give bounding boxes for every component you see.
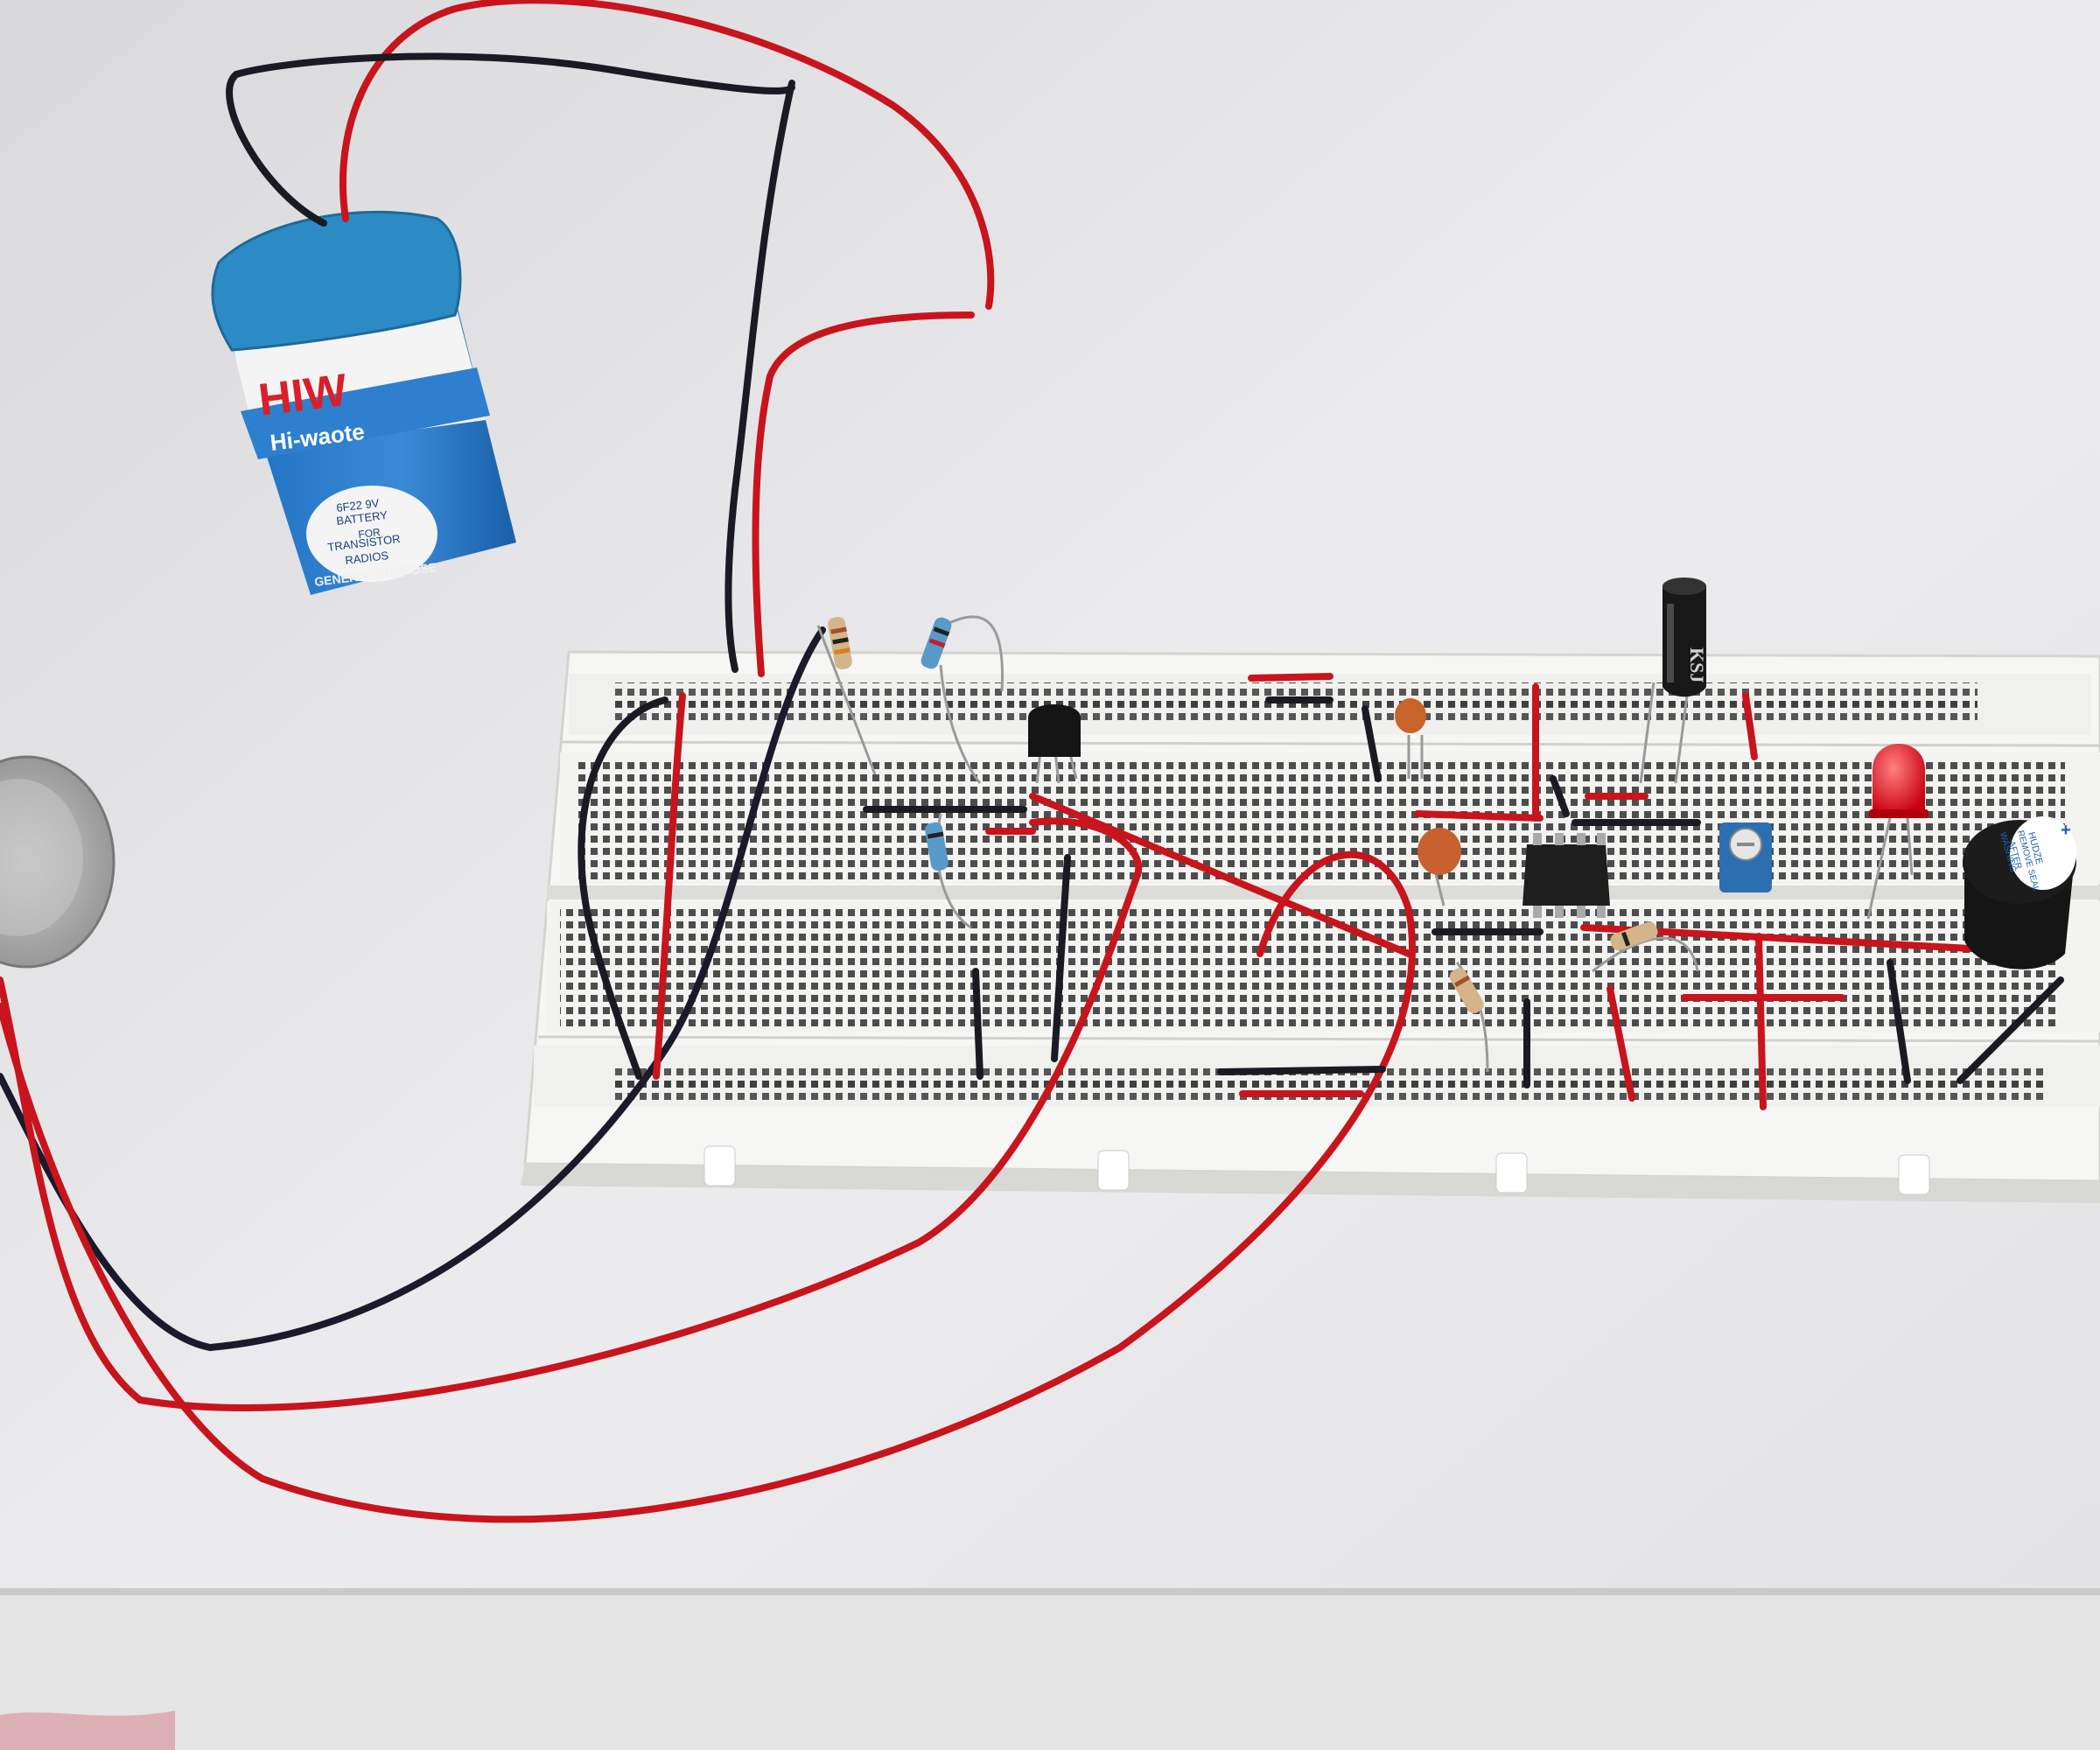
ceramic-capacitor-1 — [1395, 698, 1426, 779]
red-lead-to-board — [752, 312, 975, 677]
long-red-jumper — [653, 692, 686, 1080]
center-channel — [547, 886, 2100, 900]
electrolytic-capacitor: KSJ — [1639, 578, 1708, 784]
resistor-3 — [925, 813, 972, 929]
battery-black-lead — [226, 52, 795, 227]
battery-label-line3: FOR — [358, 526, 382, 541]
table-edge — [0, 1592, 2100, 1750]
piezo-disc — [0, 755, 116, 969]
resistor-2 — [920, 615, 1004, 784]
battery-red-lead — [340, 0, 995, 310]
battery-9v: HIW Hi-waote 6F22 9V BATTERY FOR TRANSIS… — [211, 210, 516, 595]
ceramic-capacitor-2 — [1418, 828, 1461, 906]
capacitor-marking: KSJ — [1686, 648, 1708, 682]
resistor-4 — [1449, 962, 1489, 1073]
ic-chip — [1522, 833, 1610, 918]
trimmer-potentiometer — [1719, 822, 1772, 892]
battery-brand: HIW — [256, 365, 350, 426]
battery-label-line1: 6F22 9V — [336, 496, 381, 514]
flying-wires — [0, 0, 1416, 1523]
long-black-jumper — [578, 696, 668, 1080]
red-stain — [0, 1711, 175, 1750]
buzzer-polarity: + — [2061, 821, 2071, 840]
resistor-5 — [1592, 921, 1699, 973]
battery-cap — [211, 210, 462, 352]
resistor-1 — [816, 616, 877, 775]
black-lead-to-board — [724, 80, 795, 673]
table-edge-line — [0, 1588, 2100, 1595]
buzzer: + HUDZE REMOVE SEAL AFTER WASHING — [1963, 816, 2076, 970]
transistor — [1028, 704, 1081, 784]
led — [1866, 744, 1928, 920]
breadboard — [521, 650, 2100, 1203]
battery-label-line5: RADIOS — [345, 549, 390, 567]
piezo-black-lead — [0, 626, 826, 1352]
battery-label-line2: BATTERY — [336, 508, 388, 528]
piezo-red-lead-2 — [0, 850, 1416, 1523]
resistors — [816, 615, 1699, 1073]
piezo-red-lead-1 — [0, 817, 1143, 1411]
